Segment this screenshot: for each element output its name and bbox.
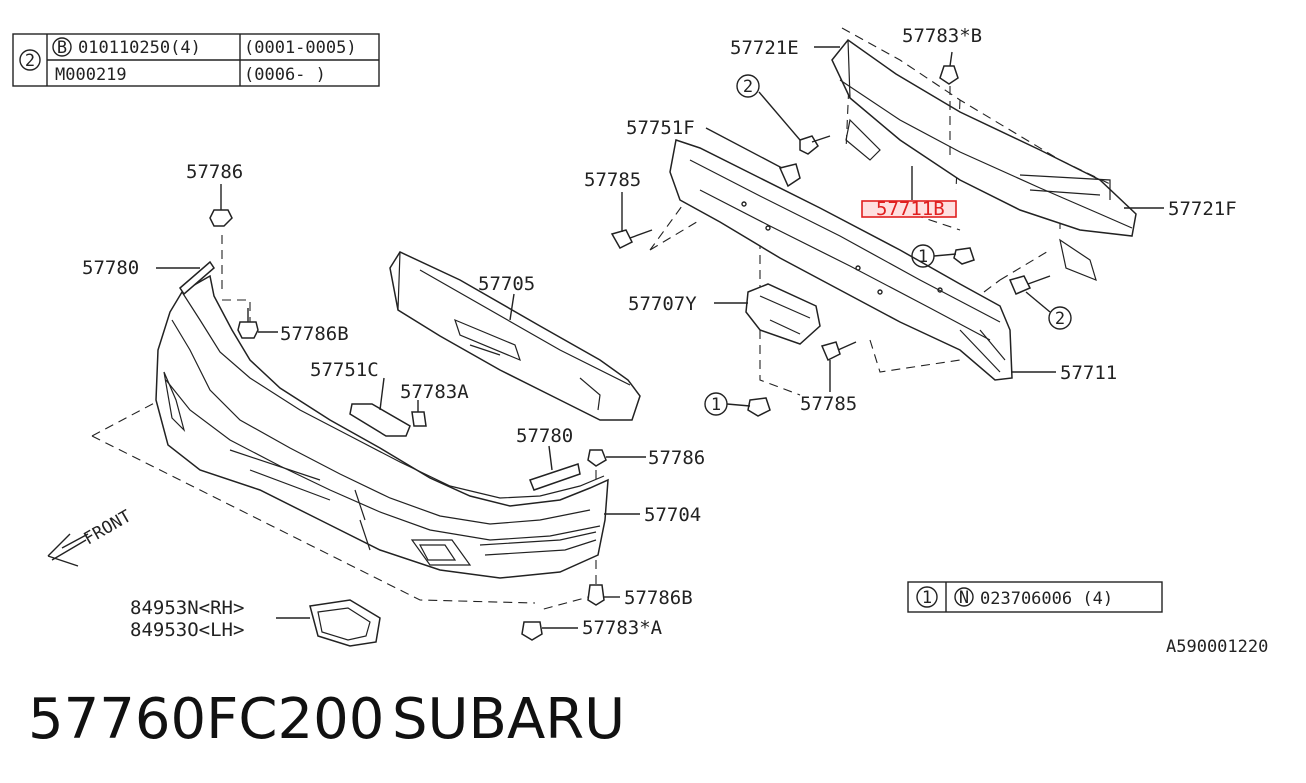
legend-range-1: (0001-0005) [244,38,357,58]
callout-1-upper: 1 [918,247,928,267]
small-parts-left [179,209,607,647]
clip-57783A-icon [411,411,427,427]
label-57786B-bottom: 57786B [624,587,693,609]
callout-2-lower: 2 [1055,309,1065,329]
legend-range-2: (0006- ) [244,65,326,85]
bracket-57751C-icon [349,403,411,437]
legend-part-1: 010110250(4) [78,38,201,58]
bumper-face-drawing [91,235,609,611]
highlight-box-57711B [861,200,957,218]
label-57786B-left: 57786B [280,323,349,345]
legend-part: 023706006 (4) [980,589,1113,609]
label-57786-top: 57786 [186,161,243,183]
label-57783xB: 57783*B [902,25,982,47]
front-label: FRONT [81,506,135,549]
nut-1-upper-icon [953,247,975,265]
callout-1-lower: 1 [711,395,721,415]
bolt-symbol-icon [52,37,72,57]
clip-57786B-left-icon [237,321,259,339]
front-direction-arrow: FRONT [47,506,135,567]
label-57705: 57705 [478,273,535,295]
clip-57786-right-icon [587,449,607,467]
bumper-absorber-drawing [389,251,641,421]
callout-circles: 2 1 2 1 [704,74,1072,416]
bolt-2-lower-icon [1008,275,1032,295]
label-57704: 57704 [644,504,701,526]
nut-symbol-icon [954,587,974,607]
legend-key-number: 1 [922,588,932,608]
clip-57786-icon [209,209,233,227]
footer-brand: SUBARU [392,687,625,752]
label-84953O: 84953O<LH> [130,619,244,641]
label-57786-right: 57786 [648,447,705,469]
footer-part-number: 57760FC200 [28,687,384,752]
seal-57780-left-icon [179,260,215,296]
bolt-57785-bottom-icon [820,341,841,362]
fog-lamp-cover-icon [309,599,381,647]
label-57721F: 57721F [1168,198,1237,220]
seal-57780-right-icon [529,463,581,491]
label-57780-right: 57780 [516,425,573,447]
label-57711B: 57711B [876,198,945,220]
part-labels: 57786 57780 57786B 57705 57751C 57783A 5… [82,25,1268,657]
legend-key-number: 2 [25,51,35,71]
legend-key-circle [916,586,938,608]
bolt-2-upper-icon [799,135,819,155]
label-84953N: 84953N<RH> [130,597,244,619]
label-57707Y: 57707Y [628,293,697,315]
bolt-57785-top-icon [610,229,634,249]
clip-57783xB-icon [939,65,959,85]
clip-57751F-icon [778,163,801,188]
legend-key-circle [19,49,41,71]
legend-table-top: 2 B 010110250(4) (0001-0005) M000219 (00… [12,33,380,87]
label-57751F: 57751F [626,117,695,139]
callout-2-upper: 2 [743,77,753,97]
reinforcement-drawing [649,27,1137,396]
legend-part-2: M000219 [55,65,127,85]
clip-57786B-bottom-icon [587,584,605,606]
label-57711: 57711 [1060,362,1117,384]
label-57785-top: 57785 [584,169,641,191]
label-57783A: 57783A [400,381,469,403]
label-57780-left: 57780 [82,257,139,279]
legend-prefix: N [959,588,969,608]
legend-prefix: B [57,38,67,58]
diagram-id: A590001220 [1166,637,1268,657]
nut-1-lower-icon [747,397,771,417]
clip-57783xA-icon [521,621,543,641]
label-57751C: 57751C [310,359,379,381]
label-57783xA: 57783*A [582,617,663,639]
leader-lines [156,46,1164,629]
legend-table-bottom: 1 N 023706006 (4) [907,581,1163,613]
label-57721E: 57721E [730,37,799,59]
label-57785-bottom: 57785 [800,393,857,415]
small-parts-right [610,65,1051,417]
